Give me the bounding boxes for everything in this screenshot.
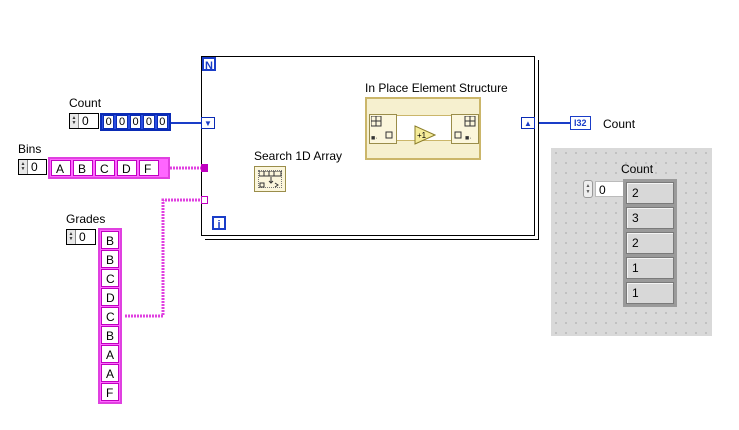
shift-register-right[interactable]: ▲ (521, 117, 535, 129)
grades-array-cell[interactable]: C (101, 269, 119, 287)
front-panel-count-cell: 1 (626, 257, 674, 279)
count-indicator-terminal[interactable]: I32 (570, 116, 591, 130)
spin-arrows-icon[interactable]: ▲▼ (67, 230, 76, 244)
bins-array-cell[interactable]: A (51, 160, 71, 176)
spin-arrows-icon[interactable]: ▲▼ (583, 180, 593, 198)
spin-arrows-icon[interactable]: ▲▼ (70, 114, 79, 128)
in-place-structure-label: In Place Element Structure (365, 81, 508, 95)
count-index-value[interactable]: 0 (82, 114, 89, 128)
count-index-control[interactable]: ▲▼ 0 (69, 113, 99, 129)
front-panel-count-cell: 3 (626, 207, 674, 229)
grades-index-control[interactable]: ▲▼ 0 (66, 229, 96, 245)
front-panel-count-cell: 2 (626, 182, 674, 204)
grades-array-cell[interactable]: F (101, 383, 119, 401)
grades-array-cell[interactable]: D (101, 288, 119, 306)
array-index-icon: ■· (371, 116, 393, 142)
grades-array-cell[interactable]: A (101, 345, 119, 363)
front-panel-area: Count ▲▼ 0 2 3 2 1 1 (551, 148, 712, 336)
svg-text:■·: ■· (465, 135, 472, 142)
i32-array-badge: I32 (574, 118, 587, 128)
grades-control-label: Grades (66, 212, 106, 226)
grades-array-cell[interactable]: A (101, 364, 119, 382)
grades-array-cell[interactable]: B (101, 250, 119, 268)
front-panel-count-cell: 1 (626, 282, 674, 304)
bins-array-control[interactable]: A B C D F (48, 157, 170, 179)
count-terminal-n[interactable]: N (202, 57, 216, 72)
replace-array-border-node[interactable]: ■· (451, 114, 479, 144)
iteration-terminal-i[interactable]: i (212, 216, 226, 231)
svg-text:■·: ■· (371, 135, 378, 142)
search-1d-array-node[interactable] (254, 166, 286, 192)
grades-index-value[interactable]: 0 (79, 230, 86, 244)
front-panel-index-control[interactable]: ▲▼ 0 (583, 180, 625, 198)
in-place-element-structure[interactable]: ■· ■· +1 (365, 97, 481, 160)
count-indicator-label: Count (603, 117, 636, 131)
bins-array-cell[interactable]: C (95, 160, 115, 176)
count-array-cell[interactable]: 0 (103, 115, 115, 129)
count-array-cell[interactable]: 0 (129, 115, 142, 129)
bins-array-cell[interactable]: B (73, 160, 93, 176)
increment-node[interactable]: +1 (414, 125, 436, 145)
bins-index-control[interactable]: ▲▼ 0 (18, 159, 47, 175)
front-panel-count-label: Count (621, 162, 654, 176)
count-array-cell[interactable]: 0 (143, 115, 155, 129)
bins-index-value[interactable]: 0 (31, 160, 38, 174)
grades-array-control[interactable]: B B C D C B A A F (98, 228, 122, 404)
bins-control-label: Bins (18, 142, 42, 156)
front-panel-index-value[interactable]: 0 (595, 181, 625, 197)
grades-array-cell[interactable]: B (101, 231, 119, 249)
front-panel-count-array: 2 3 2 1 1 (623, 179, 677, 307)
grades-array-cell[interactable]: B (101, 326, 119, 344)
bins-array-cell[interactable]: F (139, 160, 159, 176)
spin-arrows-icon[interactable]: ▲▼ (19, 160, 28, 174)
count-array-cell[interactable]: 0 (116, 115, 128, 129)
array-replace-icon: ■· (454, 116, 476, 142)
search-node-label: Search 1D Array (254, 149, 343, 163)
grades-autoindex-tunnel[interactable] (201, 196, 208, 204)
bins-array-cell[interactable]: D (117, 160, 137, 176)
increment-label: +1 (417, 131, 427, 140)
front-panel-count-cell: 2 (626, 232, 674, 254)
search-array-icon (259, 171, 282, 188)
bins-tunnel[interactable] (201, 164, 208, 172)
shift-register-left[interactable]: ▼ (201, 117, 215, 129)
count-array-control[interactable]: 0 0 0 0 0 (100, 113, 171, 131)
count-control-label: Count (69, 96, 102, 110)
count-array-cell[interactable]: 0 (156, 115, 169, 129)
grades-array-cell[interactable]: C (101, 307, 119, 325)
index-array-border-node[interactable]: ■· (369, 114, 397, 144)
